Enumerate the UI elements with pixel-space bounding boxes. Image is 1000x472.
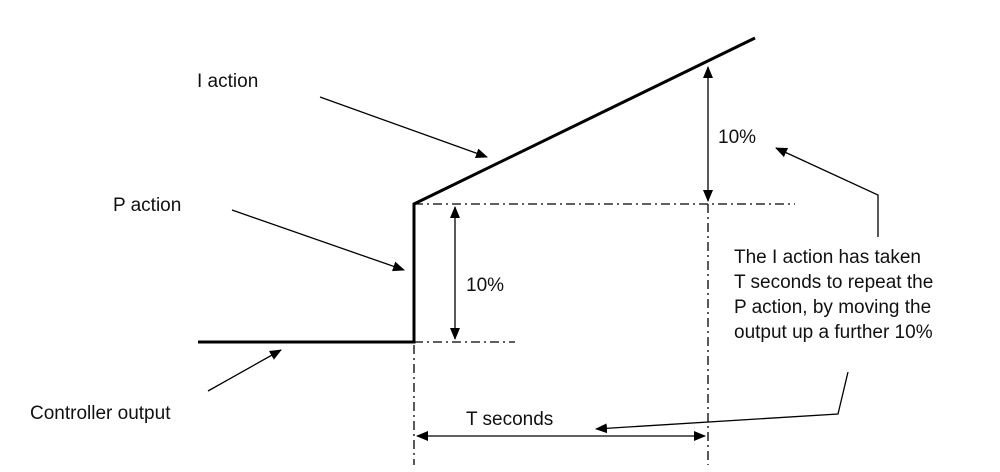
- note-line: P action, by moving the: [734, 297, 932, 318]
- controller-output-trace: [198, 36, 756, 344]
- p-action-pointer-arrow: [231, 209, 405, 272]
- note-line: The I action has taken: [734, 247, 921, 268]
- p-step-percent-label: 10%: [466, 275, 505, 296]
- i-action-label: I action: [197, 71, 259, 92]
- p-action-label: P action: [113, 195, 182, 216]
- controller-output-pointer-arrow: [207, 349, 282, 392]
- note-leader-to-i-rise: [775, 147, 879, 237]
- integral-repeat-note: The I action has taken T seconds to repe…: [734, 245, 933, 345]
- note-leader-to-t-seconds: [595, 371, 849, 434]
- t-seconds-label: T seconds: [466, 409, 554, 430]
- controller-output-label: Controller output: [30, 403, 171, 424]
- i-rise-percent-label: 10%: [718, 127, 757, 148]
- note-line: T seconds to repeat the: [734, 272, 934, 293]
- i-action-pointer-arrow: [319, 96, 488, 158]
- note-line: output up a further 10%: [734, 322, 933, 343]
